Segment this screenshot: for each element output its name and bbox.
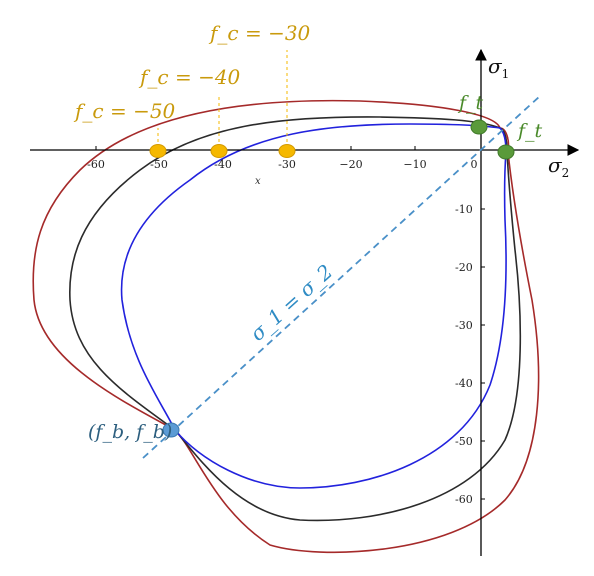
fb-point [162, 422, 180, 438]
ft-sigma2-point [497, 144, 515, 160]
y-tick-label: -10 [455, 203, 473, 216]
x-tick-label: -30 [278, 158, 296, 171]
fc-minus-50-label: f_c = −50 [73, 99, 176, 123]
x-tick-label: 0 [471, 158, 478, 171]
x-variable-label: x [255, 176, 261, 187]
sigma2-axis-label: σ2 [548, 153, 569, 180]
fc-minus-40-point [210, 144, 228, 158]
x-tick-label: -50 [150, 158, 168, 171]
fb-label: (f_b, f_b) [88, 421, 172, 443]
y-ticks [481, 208, 485, 500]
x-tick-label: −10 [403, 158, 426, 171]
fc-minus-40-label: f_c = −40 [138, 65, 241, 89]
x-tick-label: -60 [87, 158, 105, 171]
y-tick-label: -40 [455, 377, 473, 390]
ft-sigma1-point [470, 119, 488, 135]
curve-fc-minus-40 [69, 116, 522, 522]
x-tick-label: -40 [214, 158, 232, 171]
curve-fc-minus-30 [120, 123, 507, 489]
sigma1-axis-label: σ1 [488, 54, 509, 81]
y-tick-label: -20 [455, 261, 473, 274]
fc-minus-30-point [278, 144, 296, 158]
ft-right-label: f_t [516, 120, 543, 142]
y-tick-label: -60 [455, 493, 473, 506]
curve-fc-minus-50 [32, 99, 540, 554]
equibiaxial-line [142, 95, 541, 459]
y-tick-label: -50 [455, 435, 473, 448]
y-tick-label: -30 [455, 319, 473, 332]
fc-minus-50-point [149, 144, 167, 158]
equibiaxial-label: σ_1 = σ_2 [245, 259, 337, 345]
fc-minus-30-label: f_c = −30 [208, 21, 311, 45]
x-tick-label: −20 [339, 158, 362, 171]
ft-top-label: f_t [457, 92, 484, 114]
